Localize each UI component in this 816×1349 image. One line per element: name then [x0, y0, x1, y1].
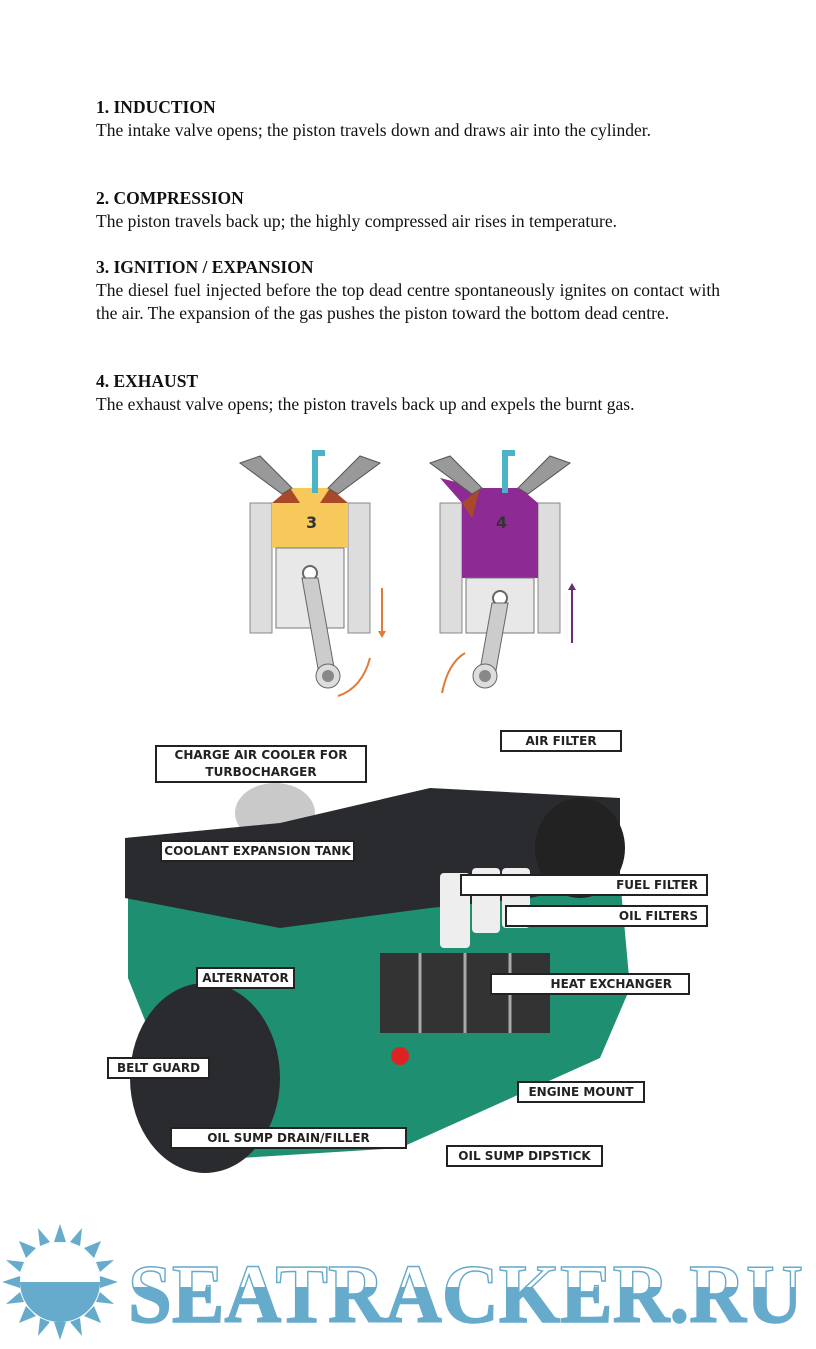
section-exhaust: 4. EXHAUST The exhaust valve opens; the …	[96, 370, 720, 416]
cylinder-expansion: 3	[238, 450, 386, 697]
label-coolant-expansion-tank: COOLANT EXPANSION TANK	[160, 840, 355, 862]
cylinder-exhaust: 4	[428, 450, 576, 694]
piston-stroke-diagram: 3 4	[238, 450, 576, 697]
label-charge-air-cooler: CHARGE AIR COOLER FOR TURBOCHARGER	[155, 745, 367, 783]
label-line: TURBOCHARGER	[205, 765, 317, 779]
section-heading: 4. EXHAUST	[96, 371, 199, 391]
label-air-filter: AIR FILTER	[500, 730, 622, 752]
section-induction: 1. INDUCTION The intake valve opens; the…	[96, 96, 720, 142]
engine-illustration: AIR FILTER CHARGE AIR COOLER FOR TURBOCH…	[100, 728, 720, 1178]
section-heading: 3. IGNITION / EXPANSION	[96, 257, 314, 277]
stroke-number-4: 4	[496, 513, 507, 532]
label-oil-sump-drain-filler: OIL SUMP DRAIN/FILLER	[170, 1127, 407, 1149]
section-body: The piston travels back up; the highly c…	[96, 211, 617, 231]
section-heading: 1. INDUCTION	[96, 97, 216, 117]
section-body: The diesel fuel injected before the top …	[96, 280, 720, 323]
label-fuel-filter: FUEL FILTER	[460, 874, 708, 896]
stroke-number-3: 3	[306, 513, 317, 532]
label-oil-filters: OIL FILTERS	[505, 905, 708, 927]
section-body: The intake valve opens; the piston trave…	[96, 120, 651, 140]
section-body: The exhaust valve opens; the piston trav…	[96, 394, 635, 414]
label-heat-exchanger: HEAT EXCHANGER	[490, 973, 690, 995]
engine-drawing	[125, 783, 630, 1173]
section-heading: 2. COMPRESSION	[96, 188, 244, 208]
section-ignition: 3. IGNITION / EXPANSION The diesel fuel …	[96, 256, 720, 325]
label-engine-mount: ENGINE MOUNT	[517, 1081, 645, 1103]
seatracker-watermark: SEATRACKER.RU	[0, 1222, 816, 1344]
sun-logo-icon: SEATRACKER.RU	[2, 1224, 804, 1342]
label-line: CHARGE AIR COOLER FOR	[174, 748, 348, 762]
section-compression: 2. COMPRESSION The piston travels back u…	[96, 187, 720, 233]
label-belt-guard: BELT GUARD	[107, 1057, 210, 1079]
label-alternator: ALTERNATOR	[196, 967, 295, 989]
watermark-text: SEATRACKER.RU	[128, 1248, 803, 1341]
label-oil-sump-dipstick: OIL SUMP DIPSTICK	[446, 1145, 603, 1167]
